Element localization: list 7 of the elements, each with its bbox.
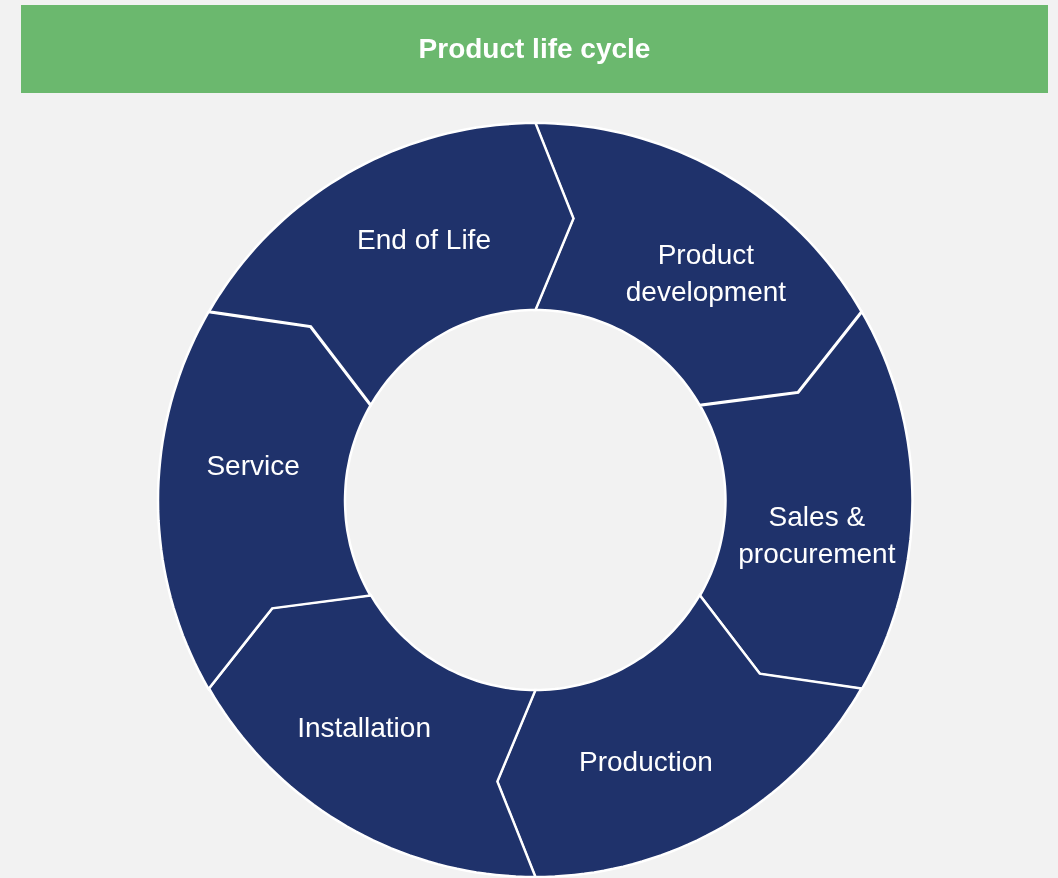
segment-label: Service <box>205 448 301 483</box>
segment-label: Sales & procurement <box>737 499 897 571</box>
title-banner: Product life cycle <box>21 5 1048 93</box>
segment-label: End of Life <box>356 222 492 257</box>
segment-label: Product development <box>624 238 788 310</box>
segment-label: Installation <box>296 710 432 745</box>
segment-label: Production <box>578 744 714 779</box>
